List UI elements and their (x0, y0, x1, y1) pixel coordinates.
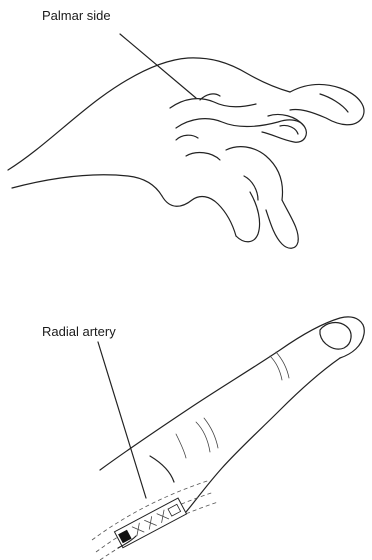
wrinkle-1 (270, 356, 282, 380)
thumbnail-outline (320, 323, 351, 350)
index-nail (280, 125, 298, 134)
thumb-outline (290, 85, 364, 125)
wrist-crease (150, 456, 174, 482)
hand-lower-edge (186, 358, 340, 512)
knuckle-line-2 (176, 135, 198, 140)
middle-finger-base (162, 196, 236, 236)
wrist-sensor-illustration (92, 317, 364, 560)
radial-artery-leader-line (98, 342, 146, 498)
finger-gap-line (244, 176, 258, 200)
wrinkle-4 (204, 418, 218, 448)
index-finger (262, 114, 306, 142)
wrinkle-3 (196, 422, 210, 452)
forearm-upper-edge (8, 58, 290, 170)
forearm-lower-edge (12, 175, 162, 196)
wrinkle-5 (176, 434, 186, 458)
palm-crease-2 (176, 119, 304, 128)
thumbnail-line (320, 94, 348, 112)
ring-finger-top (226, 147, 282, 200)
palmar-side-leader-line (120, 34, 196, 98)
pinky-finger (266, 200, 298, 248)
palm-crease-1 (170, 99, 256, 108)
knuckle-line (186, 153, 220, 160)
ring-finger-tip (236, 192, 260, 242)
wrinkle-2 (276, 352, 289, 378)
pressure-sensor (114, 498, 186, 548)
palmar-hand-illustration (8, 34, 364, 248)
hand-upper-edge (100, 317, 364, 470)
